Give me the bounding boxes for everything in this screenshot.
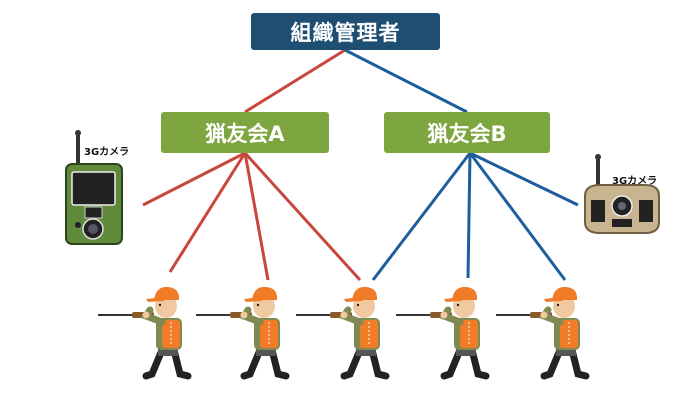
club-a-box: 猟友会A <box>161 112 329 153</box>
camera-a-label: 3Gカメラ <box>84 147 130 158</box>
link-admin-club-a <box>244 48 346 114</box>
hunter-icon <box>396 286 490 380</box>
admin-box: 組織管理者 <box>251 13 440 50</box>
hunter-icon <box>98 286 192 380</box>
link-admin-club-b <box>344 48 468 114</box>
club-a-label: 猟友会A <box>205 121 285 146</box>
club-b-label: 猟友会B <box>427 121 507 146</box>
link-club-a-hunter-3 <box>243 151 362 282</box>
camera-b-label: 3Gカメラ <box>612 176 658 187</box>
link-club-a-hunter-2 <box>243 152 270 281</box>
camera-b-icon <box>584 154 660 234</box>
admin-label: 組織管理者 <box>290 20 401 45</box>
hunter-icon <box>496 286 590 380</box>
link-club-b-hunter-5 <box>468 152 567 281</box>
connection-lines <box>142 48 579 282</box>
camera-a-icon <box>65 130 123 245</box>
link-club-a-hunter-1 <box>168 152 247 273</box>
hunters-group <box>98 286 590 380</box>
hunter-icon <box>196 286 290 380</box>
link-club-b-hunter-3 <box>371 152 472 281</box>
hunter-icon <box>296 286 390 380</box>
club-b-box: 猟友会B <box>384 112 550 153</box>
link-club-a-camera <box>142 151 246 207</box>
link-club-b-camera <box>469 151 579 207</box>
link-club-b-hunter-4 <box>466 152 472 279</box>
